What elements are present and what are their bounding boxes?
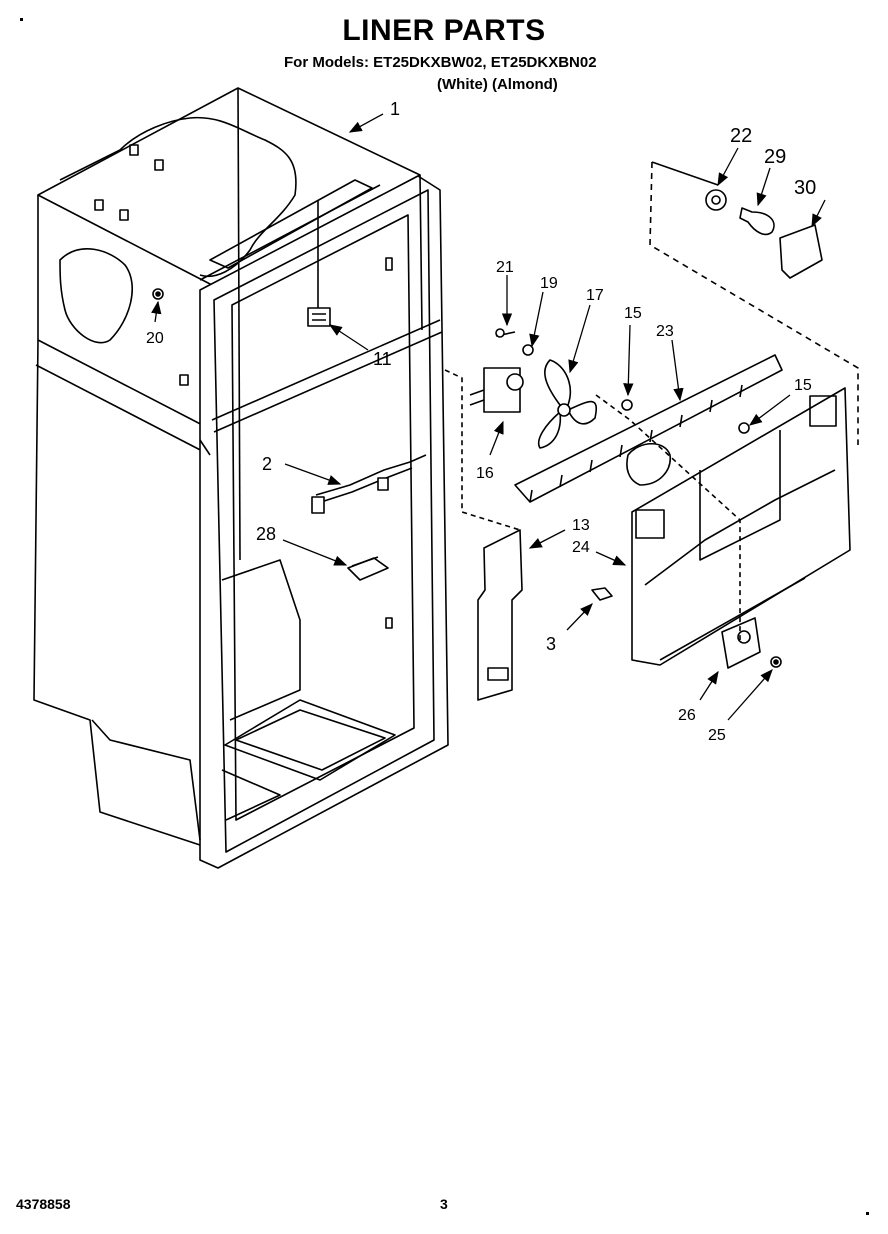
fan-blade <box>538 359 597 449</box>
page-title: LINER PARTS <box>342 14 546 47</box>
callout-26: 26 <box>678 707 696 724</box>
leader-15a <box>623 324 634 397</box>
corner-mark-top-left <box>20 18 23 21</box>
callout-21: 21 <box>496 259 514 276</box>
callout-25: 25 <box>708 727 726 744</box>
callout-15b: 15 <box>794 377 812 394</box>
part-26-light-cover <box>721 617 761 669</box>
callout-20: 20 <box>146 330 164 347</box>
light-assembly-box <box>649 161 859 445</box>
leader-15b <box>748 394 791 426</box>
callout-29: 29 <box>764 146 786 168</box>
part-30-lens <box>779 224 823 279</box>
leader-2 <box>284 463 342 485</box>
callout-24: 24 <box>572 539 590 556</box>
leader-13 <box>528 529 566 549</box>
part-22-socket <box>705 189 727 211</box>
callout-17: 17 <box>586 287 604 304</box>
part-29-bulb <box>739 207 775 236</box>
leader-30 <box>811 199 826 228</box>
part-3-plug <box>591 587 613 601</box>
callout-23: 23 <box>656 323 674 340</box>
leader-29 <box>756 167 771 207</box>
leader-26 <box>699 670 719 701</box>
part-15-screw <box>621 399 750 434</box>
corner-mark-bottom-right <box>866 1212 869 1215</box>
models-line: For Models: ET25DKXBW02, ET25DKXBN02 <box>284 54 597 71</box>
callout-1: 1 <box>390 99 400 119</box>
callout-30: 30 <box>794 177 816 199</box>
callout-22: 22 <box>730 125 752 147</box>
leader-3 <box>566 603 593 631</box>
leader-20 <box>151 300 162 323</box>
part-28-clip <box>347 556 389 581</box>
part-2-harness <box>311 454 427 514</box>
leader-19 <box>529 291 544 348</box>
callout-13: 13 <box>572 517 590 534</box>
part-13-duct <box>477 529 523 701</box>
part-20-screw <box>152 288 164 300</box>
part-23-air-rail <box>514 354 783 503</box>
callout-11: 11 <box>373 349 392 369</box>
leader-22 <box>717 147 739 187</box>
document-number: 4378858 <box>16 1196 71 1212</box>
leader-1 <box>348 113 384 133</box>
leader-24 <box>595 551 627 566</box>
callout-2: 2 <box>262 454 272 474</box>
callout-28: 28 <box>256 524 276 544</box>
leader-11 <box>328 324 369 351</box>
liner-box <box>33 87 449 869</box>
leader-17 <box>568 304 591 374</box>
part-25-screw <box>770 656 782 668</box>
callout-3: 3 <box>546 634 556 654</box>
page-number: 3 <box>440 1196 448 1212</box>
leader-28 <box>282 539 348 566</box>
callout-19: 19 <box>540 275 558 292</box>
fan-motor-assembly <box>469 328 534 413</box>
leader-25 <box>727 669 773 721</box>
colors-line: (White) (Almond) <box>437 76 558 93</box>
callout-15a: 15 <box>624 305 642 322</box>
part-24-rear-panel <box>631 387 851 666</box>
callout-16: 16 <box>476 465 494 482</box>
leader-16 <box>489 420 504 456</box>
leader-23 <box>671 339 684 402</box>
part-11-cover <box>307 307 331 327</box>
